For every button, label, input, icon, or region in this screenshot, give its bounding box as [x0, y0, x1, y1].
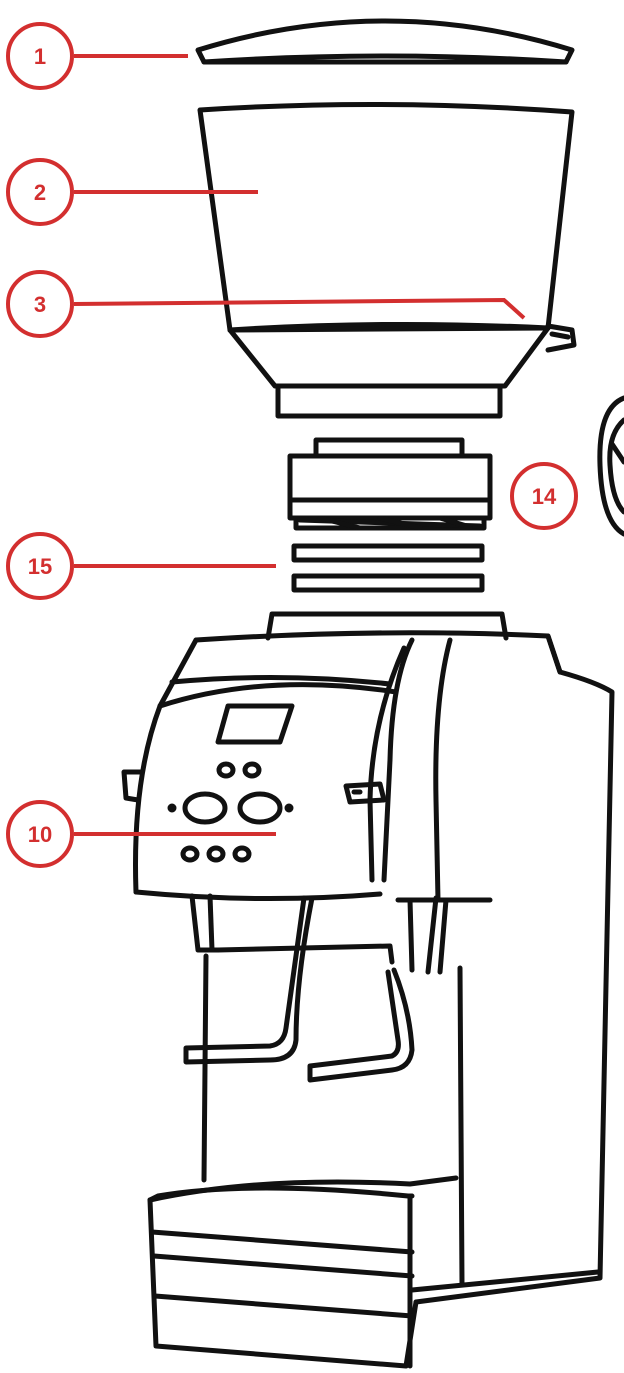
callout-14: 14	[512, 464, 576, 528]
callout-15-label: 15	[28, 554, 52, 579]
burr-carrier-part	[290, 440, 490, 528]
callout-14-label: 14	[532, 484, 557, 509]
callout-15: 15	[8, 534, 276, 598]
callout-1-label: 1	[34, 44, 46, 69]
spacer-rings-part	[294, 546, 482, 590]
grinder-body-part	[124, 614, 612, 1366]
bean-hopper-part	[200, 104, 574, 416]
hopper-lid-part	[198, 21, 572, 62]
callout-1: 1	[8, 24, 188, 88]
callout-2-label: 2	[34, 180, 46, 205]
callout-10-label: 10	[28, 822, 52, 847]
burr-side-view-part	[600, 398, 624, 534]
callout-3-label: 3	[34, 292, 46, 317]
callout-2: 2	[8, 160, 258, 224]
